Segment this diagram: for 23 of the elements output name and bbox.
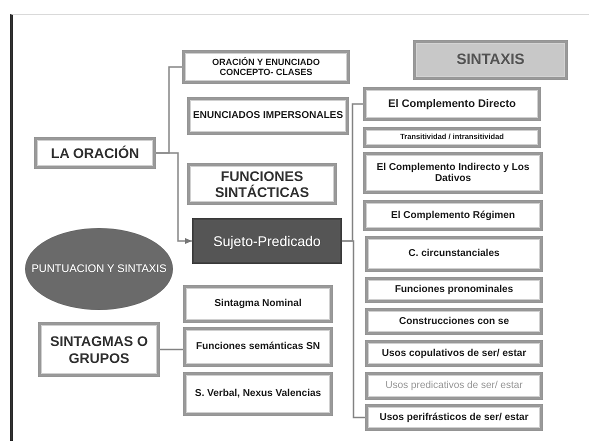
topic-box: Usos perifrásticos de ser/ estar bbox=[365, 404, 543, 431]
topic-box: SINTAGMAS O GRUPOS bbox=[38, 322, 160, 377]
topic-box: ORACIÓN Y ENUNCIADO CONCEPTO- CLASES bbox=[182, 50, 350, 84]
topic-box: S. Verbal, Nexus Valencias bbox=[183, 372, 333, 416]
topic-box: LA ORACIÓN bbox=[34, 137, 156, 169]
topic-box: Usos copulativos de ser/ estar bbox=[365, 340, 543, 367]
topic-box: C. circunstanciales bbox=[365, 236, 543, 272]
topic-box: Usos predicativos de ser/ estar bbox=[365, 372, 543, 400]
title-box: SINTAXIS bbox=[413, 40, 568, 80]
topic-ellipse: PUNTUACION Y SINTAXIS bbox=[25, 228, 173, 310]
connector-line bbox=[160, 348, 183, 350]
highlighted-box: Sujeto-Predicado bbox=[192, 218, 342, 264]
topic-box: FUNCIONES SINTÁCTICAS bbox=[187, 163, 337, 205]
topic-box: Construcciones con se bbox=[365, 308, 543, 335]
connector-line bbox=[342, 240, 365, 418]
topic-box: El Complemento Indirecto y Los Dativos bbox=[363, 152, 543, 194]
topic-box: El Complemento Directo bbox=[363, 87, 541, 121]
connector-line bbox=[156, 152, 192, 244]
topic-box: Funciones pronominales bbox=[365, 277, 543, 303]
topic-box: Funciones semánticas SN bbox=[183, 327, 333, 367]
topic-box: ENUNCIADOS IMPERSONALES bbox=[187, 97, 349, 135]
topic-box: El Complemento Régimen bbox=[363, 200, 543, 231]
topic-box: Sintagma Nominal bbox=[183, 285, 333, 323]
